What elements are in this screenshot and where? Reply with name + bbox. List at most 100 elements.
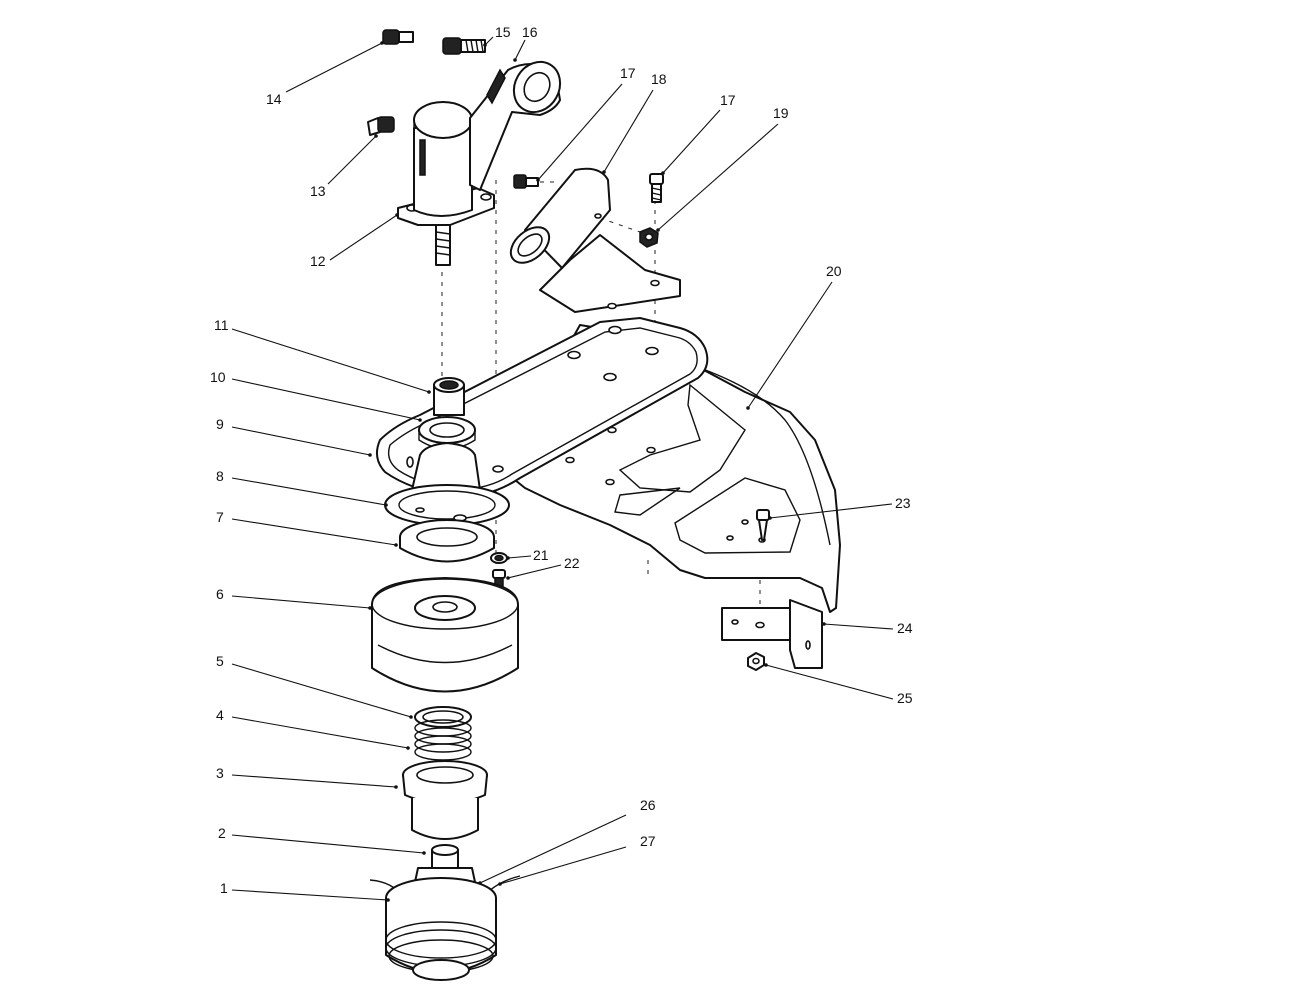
callout-number: 17 <box>620 65 636 81</box>
callout-c3: 3 <box>216 765 398 789</box>
leader-dot <box>513 58 517 62</box>
leader-line <box>231 378 421 421</box>
leader-line <box>231 426 371 456</box>
leader-dot <box>374 134 378 138</box>
leader-line <box>769 503 893 519</box>
spool-cover <box>371 577 519 693</box>
callout-number: 4 <box>216 707 224 723</box>
leader-line <box>327 135 377 185</box>
spool-retainer <box>402 760 488 840</box>
leader-dot <box>656 228 660 232</box>
callout-c7: 7 <box>216 509 398 547</box>
leader-line <box>507 564 562 579</box>
callout-number: 16 <box>522 24 538 40</box>
leader-line <box>507 555 532 559</box>
callout-number: 9 <box>216 416 224 432</box>
callout-number: 3 <box>216 765 224 781</box>
callout-c15: 15 <box>483 24 511 47</box>
leader-line <box>823 623 894 630</box>
leader-dot <box>395 213 399 217</box>
shaft-clamp-bracket <box>509 167 681 313</box>
leader-dot <box>368 606 372 610</box>
callout-c4: 4 <box>216 707 410 750</box>
seal-ring <box>399 519 495 563</box>
callout-c2: 2 <box>218 825 426 855</box>
nut-25 <box>747 652 765 671</box>
callout-number: 15 <box>495 24 511 40</box>
callout-c12: 12 <box>310 213 399 269</box>
leader-dot <box>394 785 398 789</box>
callout-number: 18 <box>651 71 667 87</box>
callout-c16: 16 <box>513 24 538 62</box>
callout-number: 23 <box>895 495 911 511</box>
callout-number: 27 <box>640 833 656 849</box>
callout-c26: 26 <box>478 797 656 885</box>
leader-dot <box>822 622 826 626</box>
leader-dot <box>768 516 772 520</box>
callout-c20: 20 <box>746 263 842 410</box>
callout-number: 1 <box>220 880 228 896</box>
callout-number: 17 <box>720 92 736 108</box>
gear-head-housing <box>397 60 562 266</box>
leader-line <box>747 281 833 409</box>
callout-number: 20 <box>826 263 842 279</box>
callout-number: 14 <box>266 91 282 107</box>
callout-c19: 19 <box>656 105 789 232</box>
leader-dot <box>661 171 665 175</box>
callout-number: 12 <box>310 253 326 269</box>
trimmer-spool <box>369 875 521 981</box>
spring <box>414 719 472 761</box>
callout-number: 11 <box>214 317 229 333</box>
leader-line <box>657 123 779 231</box>
callout-number: 5 <box>216 653 224 669</box>
callout-number: 22 <box>564 555 580 571</box>
bracket-24 <box>721 599 823 669</box>
callout-number: 25 <box>897 690 913 706</box>
hub-assembly <box>384 442 510 526</box>
callout-number: 13 <box>310 183 326 199</box>
leader-line <box>231 477 387 506</box>
screw-22 <box>492 569 506 587</box>
leader-dot <box>498 882 502 886</box>
leader-line <box>499 846 627 885</box>
leader-line <box>231 889 389 901</box>
callout-c17b: 17 <box>661 92 736 175</box>
leader-dot <box>427 390 431 394</box>
leader-dot <box>368 453 372 457</box>
leader-dot <box>602 170 606 174</box>
callout-c13: 13 <box>310 134 378 199</box>
callout-number: 21 <box>533 547 549 563</box>
leader-dot <box>506 576 510 580</box>
leader-line <box>231 595 371 609</box>
callout-c10: 10 <box>210 369 422 422</box>
leader-line <box>537 83 623 181</box>
callout-c5: 5 <box>216 653 413 719</box>
leader-dot <box>478 881 482 885</box>
screw-17-right <box>649 173 664 203</box>
leader-line <box>231 328 430 393</box>
spring-cap <box>414 706 472 728</box>
drive-shaft-top <box>433 377 465 416</box>
leader-line <box>231 716 409 749</box>
nut-19 <box>639 227 659 248</box>
callout-number: 8 <box>216 468 224 484</box>
callout-c14: 14 <box>266 41 384 107</box>
callout-c24: 24 <box>822 620 913 636</box>
callout-c27: 27 <box>498 833 656 886</box>
leader-dot <box>394 543 398 547</box>
leader-line <box>765 664 894 700</box>
leader-dot <box>746 406 750 410</box>
callout-number: 24 <box>897 620 913 636</box>
leader-line <box>231 663 412 718</box>
leader-line <box>514 39 526 61</box>
callout-c1: 1 <box>220 880 390 902</box>
leader-dot <box>483 43 487 47</box>
callout-c6: 6 <box>216 586 372 610</box>
callout-number: 19 <box>773 105 789 121</box>
leader-dot <box>406 746 410 750</box>
callout-number: 6 <box>216 586 224 602</box>
leader-dot <box>380 41 384 45</box>
leader-dot <box>764 663 768 667</box>
